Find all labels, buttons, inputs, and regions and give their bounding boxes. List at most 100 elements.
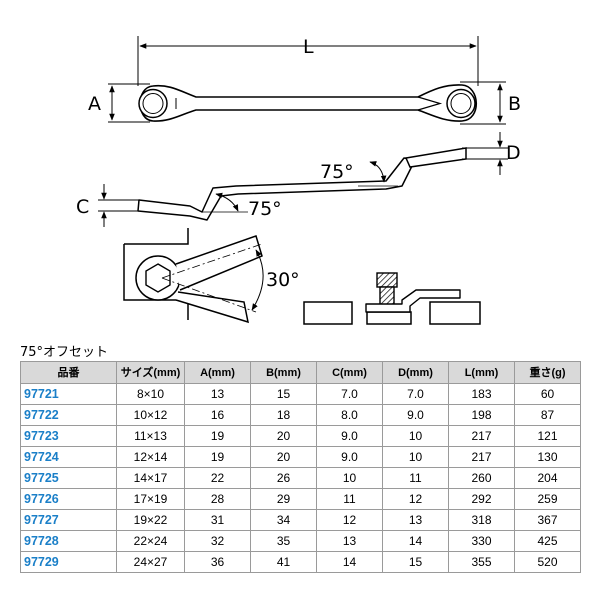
cell-part-number[interactable]: 97728 (20, 530, 117, 552)
cell-weight: 121 (514, 425, 581, 447)
cell-d: 14 (382, 530, 449, 552)
cell-size: 11×13 (116, 425, 185, 447)
cell-l: 217 (448, 446, 515, 468)
clearance-illustration (303, 272, 481, 325)
cell-b: 18 (250, 404, 317, 426)
cell-l: 292 (448, 488, 515, 510)
cell-size: 24×27 (116, 551, 185, 573)
header-a: A(mm) (184, 361, 251, 384)
cell-b: 20 (250, 425, 317, 447)
cell-a: 19 (184, 446, 251, 468)
cell-part-number[interactable]: 97721 (20, 383, 117, 405)
cell-c: 10 (316, 467, 383, 489)
cell-d: 7.0 (382, 383, 449, 405)
label-d: D (506, 142, 521, 164)
cell-a: 13 (184, 383, 251, 405)
cell-part-number[interactable]: 97723 (20, 425, 117, 447)
cell-l: 355 (448, 551, 515, 573)
cell-b: 26 (250, 467, 317, 489)
cell-size: 12×14 (116, 446, 185, 468)
section-title: 75°オフセット (20, 345, 109, 360)
cell-part-number[interactable]: 97722 (20, 404, 117, 426)
cell-weight: 204 (514, 467, 581, 489)
cell-part-number[interactable]: 97725 (20, 467, 117, 489)
cell-weight: 259 (514, 488, 581, 510)
cell-a: 36 (184, 551, 251, 573)
cell-size: 22×24 (116, 530, 185, 552)
cell-part-number[interactable]: 97727 (20, 509, 117, 531)
cell-b: 15 (250, 383, 317, 405)
bolt-head-icon (376, 272, 398, 288)
cell-c: 9.0 (316, 446, 383, 468)
cell-c: 7.0 (316, 383, 383, 405)
cell-c: 8.0 (316, 404, 383, 426)
cell-weight: 520 (514, 551, 581, 573)
cell-weight: 60 (514, 383, 581, 405)
cell-l: 198 (448, 404, 515, 426)
cell-l: 217 (448, 425, 515, 447)
cell-a: 16 (184, 404, 251, 426)
offset-wrench-side (365, 289, 461, 313)
cell-part-number[interactable]: 97726 (20, 488, 117, 510)
cell-c: 13 (316, 530, 383, 552)
cell-part-number[interactable]: 97724 (20, 446, 117, 468)
cell-size: 10×12 (116, 404, 185, 426)
cell-weight: 425 (514, 530, 581, 552)
table-header-row: 品番 サイズ(mm) A(mm) B(mm) C(mm) D(mm) L(mm)… (20, 361, 581, 384)
header-l: L(mm) (448, 361, 515, 384)
cell-b: 35 (250, 530, 317, 552)
cell-a: 32 (184, 530, 251, 552)
label-angle-30: 30° (266, 269, 300, 291)
cell-b: 34 (250, 509, 317, 531)
cell-c: 12 (316, 509, 383, 531)
header-size: サイズ(mm) (116, 361, 185, 384)
cell-l: 330 (448, 530, 515, 552)
header-weight: 重さ(g) (514, 361, 581, 384)
cell-b: 20 (250, 446, 317, 468)
wrench-side-body (137, 157, 416, 221)
cell-a: 31 (184, 509, 251, 531)
cell-l: 183 (448, 383, 515, 405)
label-c: C (76, 196, 89, 218)
cell-b: 41 (250, 551, 317, 573)
label-angle-lower: 75° (248, 198, 282, 220)
label-a: A (88, 93, 101, 115)
cell-weight: 87 (514, 404, 581, 426)
cell-l: 260 (448, 467, 515, 489)
cell-size: 19×22 (116, 509, 185, 531)
cell-d: 9.0 (382, 404, 449, 426)
cell-part-number[interactable]: 97729 (20, 551, 117, 573)
cell-c: 9.0 (316, 425, 383, 447)
cell-size: 8×10 (116, 383, 185, 405)
cell-a: 19 (184, 425, 251, 447)
spec-table: 品番 サイズ(mm) A(mm) B(mm) C(mm) D(mm) L(mm)… (20, 361, 581, 573)
top-view: L A B (88, 36, 521, 125)
detail-30-view: 30° (123, 228, 300, 324)
cell-d: 10 (382, 446, 449, 468)
side-view: C D 75° 75° (76, 132, 521, 227)
cell-size: 14×17 (116, 467, 185, 489)
cell-b: 29 (250, 488, 317, 510)
header-part-number: 品番 (20, 361, 117, 384)
hex-socket-icon (145, 263, 171, 293)
cell-d: 12 (382, 488, 449, 510)
cell-size: 17×19 (116, 488, 185, 510)
header-b: B(mm) (250, 361, 317, 384)
cell-d: 10 (382, 425, 449, 447)
cell-weight: 367 (514, 509, 581, 531)
header-c: C(mm) (316, 361, 383, 384)
cell-a: 22 (184, 467, 251, 489)
cell-a: 28 (184, 488, 251, 510)
label-l: L (303, 36, 314, 58)
cell-d: 13 (382, 509, 449, 531)
cell-l: 318 (448, 509, 515, 531)
wrench-dimension-diagram: L A B C D (76, 36, 521, 325)
